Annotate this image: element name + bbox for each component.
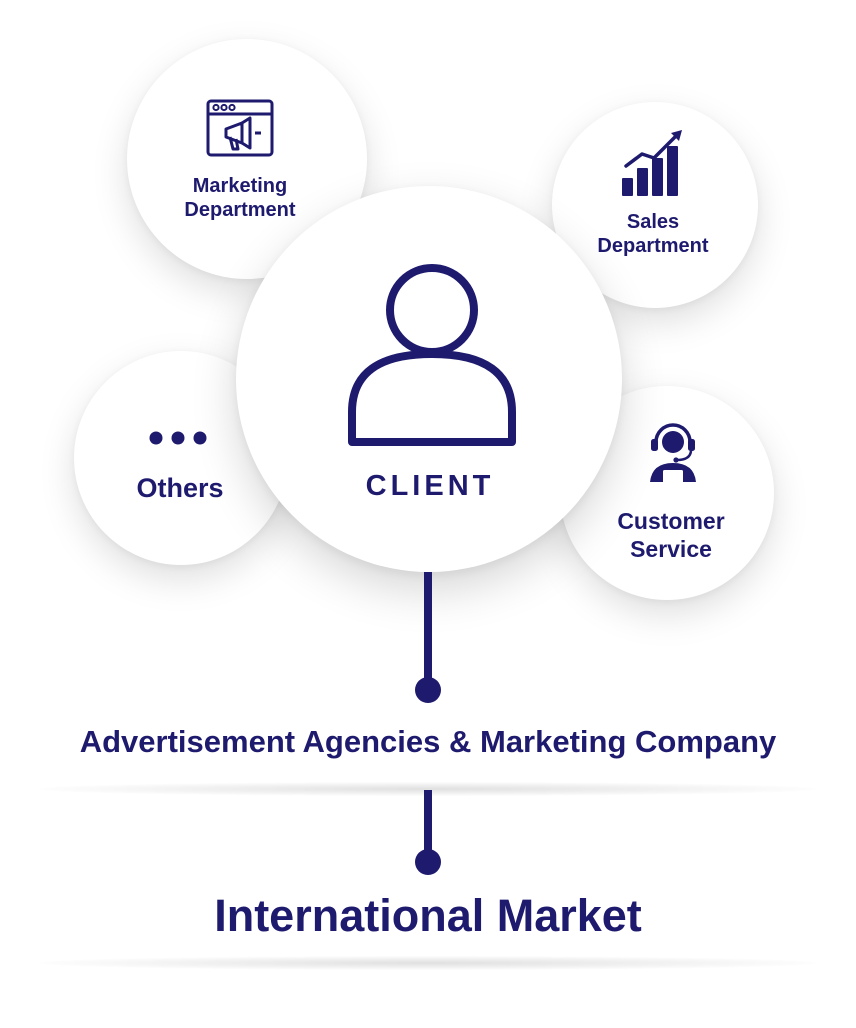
connector-dot-agencies xyxy=(415,677,441,703)
dots-icon xyxy=(149,431,207,445)
marketing-department-label: Marketing Department xyxy=(147,174,333,222)
customer-service-label-line2: Service xyxy=(630,535,712,562)
headset-agent-icon xyxy=(650,423,696,483)
client-bubble xyxy=(236,186,622,572)
others-label: Others xyxy=(136,473,224,503)
tier-market-shadow xyxy=(40,956,816,970)
marketing-label-line2: Department xyxy=(184,199,296,221)
tier-market-label: International Market xyxy=(214,890,642,941)
connector-line-agencies-to-market xyxy=(424,790,432,862)
client-label: CLIENT xyxy=(365,470,495,502)
sales-department-label: Sales Department xyxy=(560,210,746,258)
growth-chart-icon xyxy=(622,130,682,196)
tier-agencies-shadow xyxy=(40,782,816,796)
connector-dot-market xyxy=(415,849,441,875)
customer-service-label: Customer Service xyxy=(574,508,768,563)
connector-line-client-to-agencies xyxy=(424,572,432,690)
megaphone-browser-icon xyxy=(206,99,274,157)
sales-label-line2: Department xyxy=(597,235,709,257)
customer-service-label-line1: Customer xyxy=(617,508,725,534)
user-icon xyxy=(348,264,516,446)
marketing-label-line1: Marketing xyxy=(192,175,288,197)
tier-agencies-label: Advertisement Agencies & Marketing Compa… xyxy=(79,724,777,759)
sales-label-line1: Sales xyxy=(626,211,680,233)
